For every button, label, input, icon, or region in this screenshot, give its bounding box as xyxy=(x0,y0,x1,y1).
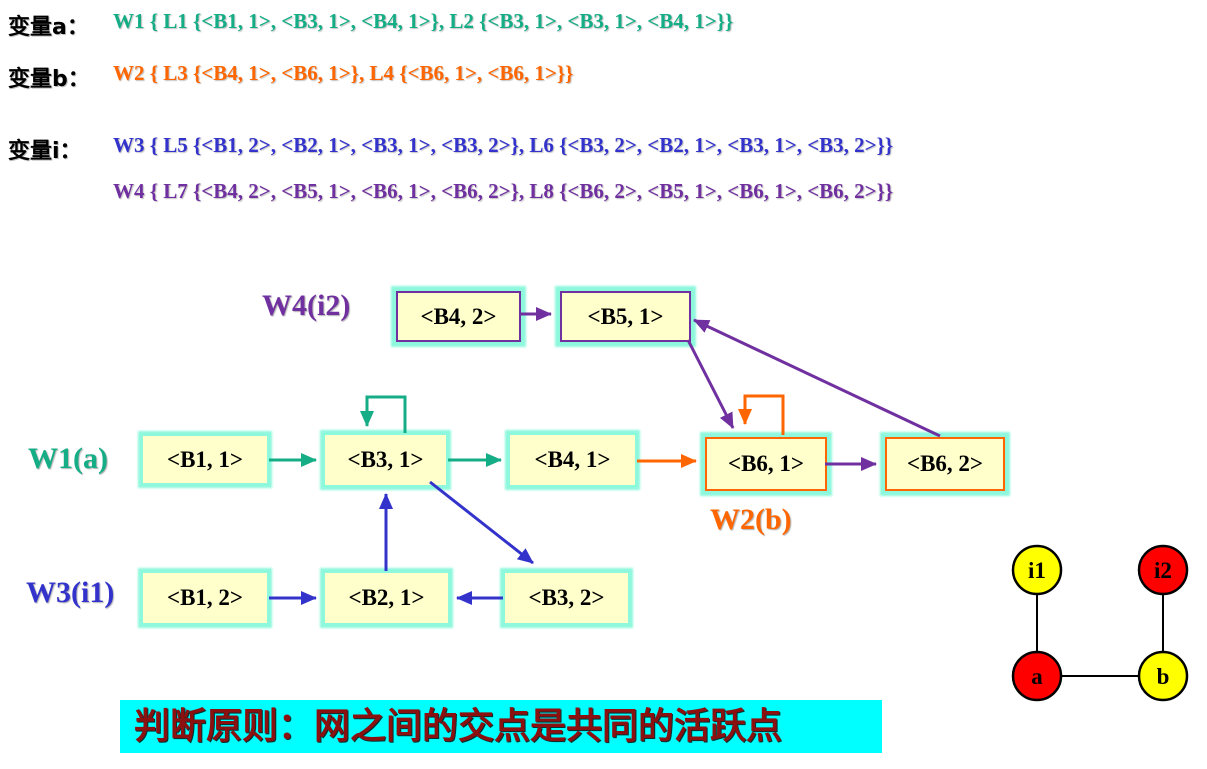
arrow-b31-to-b32 xyxy=(429,480,534,565)
graph-node-label-i1: i1 xyxy=(1028,558,1046,583)
web-label-w2b: W2(b) xyxy=(710,503,792,536)
web-definition-w2: W2 { L3 {<B4, 1>, <B6, 1>}, L4 {<B6, 1>,… xyxy=(113,61,574,85)
graph-node-b xyxy=(1137,650,1189,702)
web-label-w1a: W1(a) xyxy=(28,442,108,475)
du-node-b3-2: <B3, 2> xyxy=(505,573,628,623)
definition-row-i2: W4 { L7 {<B4, 2>, <B5, 1>, <B6, 1>, <B6,… xyxy=(0,179,1207,207)
self-loop-b61 xyxy=(738,394,785,435)
du-node-b4-1: <B4, 1> xyxy=(510,435,635,485)
web-definition-w4: W4 { L7 {<B4, 2>, <B5, 1>, <B6, 1>, <B6,… xyxy=(113,179,894,203)
web-label-w4i2: W4(i2) xyxy=(262,289,351,322)
variable-label-a: 变量a： xyxy=(8,15,89,40)
du-node-b1-2: <B1, 2> xyxy=(143,573,267,623)
web-definition-w1: W1 { L1 {<B1, 1>, <B3, 1>, <B4, 1>}, L2 … xyxy=(113,9,734,33)
graph-node-label-a: a xyxy=(1031,664,1043,689)
du-node-b2-1: <B2, 1> xyxy=(325,573,448,623)
graph-node-label-b: b xyxy=(1157,664,1170,689)
arrow-b51-to-b61 xyxy=(686,339,735,429)
du-node-b6-2: <B6, 2> xyxy=(885,437,1005,491)
du-node-b5-1: <B5, 1> xyxy=(560,291,691,342)
du-node-b3-1: <B3, 1> xyxy=(325,435,446,485)
definition-row-i: 变量i： W3 { L5 {<B1, 2>, <B2, 1>, <B3, 1>,… xyxy=(0,133,1207,164)
graph-node-i2 xyxy=(1137,544,1189,596)
definition-row-a: 变量a： W1 { L1 {<B1, 1>, <B3, 1>, <B4, 1>}… xyxy=(0,9,1207,40)
graph-node-label-i2: i2 xyxy=(1154,558,1172,583)
web-definition-w3: W3 { L5 {<B1, 2>, <B2, 1>, <B3, 1>, <B3,… xyxy=(113,133,894,157)
variable-label-i: 变量i： xyxy=(8,139,82,164)
du-node-b6-1: <B6, 1> xyxy=(705,437,827,491)
graph-node-i1 xyxy=(1011,544,1063,596)
arrow-b62-to-b51 xyxy=(693,318,941,438)
interference-graph: i1 i2 a b xyxy=(1011,544,1189,702)
definition-row-b: 变量b： W2 { L3 {<B4, 1>, <B6, 1>}, L4 {<B6… xyxy=(0,61,1207,92)
self-loop-b31 xyxy=(360,395,407,433)
du-node-b4-2: <B4, 2> xyxy=(396,291,521,342)
graph-node-a xyxy=(1011,650,1063,702)
variable-label-b: 变量b： xyxy=(8,67,90,92)
web-label-w3i1: W3(i1) xyxy=(26,576,115,609)
du-node-b1-1: <B1, 1> xyxy=(143,436,267,483)
principle-banner: 判断原则：网之间的交点是共同的活跃点 xyxy=(120,700,882,753)
